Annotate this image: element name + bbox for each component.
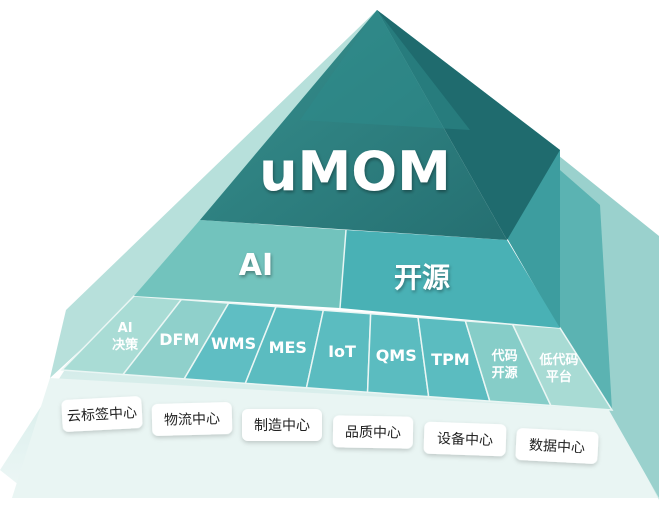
apex-title: uMOM: [259, 140, 451, 203]
module-label: 代码: [491, 348, 518, 364]
module-label: MES: [269, 338, 307, 357]
tier2-left-block: [134, 220, 346, 308]
module-label: WMS: [211, 334, 256, 353]
module-label-line2: 平台: [546, 369, 572, 385]
module-label: TPM: [431, 350, 470, 369]
center-card-label: 制造中心: [254, 418, 310, 434]
center-card-bg: [515, 428, 599, 464]
tier2-ai-label: AI: [239, 248, 273, 283]
tier2-divider: [339, 229, 347, 309]
center-card: 制造中心: [242, 409, 322, 441]
center-card: 数据中心: [515, 428, 599, 464]
center-card-label: 设备中心: [437, 430, 494, 449]
module-label: QMS: [376, 346, 417, 365]
center-card-bg: [242, 409, 322, 441]
center-card-label: 云标签中心: [67, 404, 138, 425]
center-card-bg: [151, 402, 233, 436]
module-label: AI: [118, 321, 133, 336]
center-card-bg: [61, 396, 143, 432]
center-card-label: 物流中心: [164, 411, 220, 428]
center-card: 设备中心: [423, 421, 507, 457]
apex-top-highlight: [300, 10, 470, 130]
center-card-bg: [332, 415, 414, 449]
apex-front-face: [200, 10, 507, 240]
module-label-line2: 开源: [492, 365, 518, 381]
module-label-line2: 决策: [112, 337, 139, 353]
module-label: IoT: [328, 342, 356, 361]
centers-row: 云标签中心 物流中心 制造中心 品质中心 设备中心 数据中心: [61, 396, 599, 464]
tier2-opensource-label: 开源: [394, 261, 450, 294]
center-card-bg: [423, 421, 507, 457]
module-cell: [511, 323, 614, 411]
pyramid-left-face-outer: [50, 10, 377, 378]
center-card: 品质中心: [332, 415, 414, 449]
center-card: 物流中心: [151, 402, 233, 436]
center-card-label: 数据中心: [529, 438, 586, 457]
apex-right-face: [377, 10, 560, 240]
tier2-right-block: [340, 230, 560, 328]
center-card-label: 品质中心: [345, 425, 401, 442]
module-label: DFM: [159, 330, 199, 349]
center-card: 云标签中心: [61, 396, 143, 432]
module-label: 低代码: [538, 352, 578, 368]
